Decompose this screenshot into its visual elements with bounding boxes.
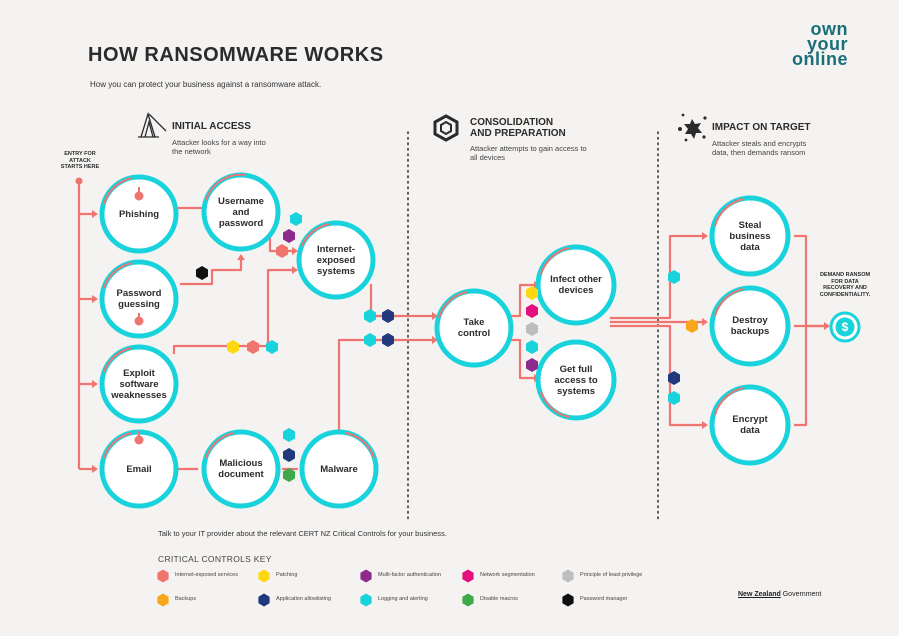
entry-dot [75, 177, 83, 185]
node-malicious [201, 429, 281, 509]
key-swatch [258, 569, 270, 583]
node-internet [296, 220, 376, 300]
page-title: HOW RANSOMWARE WORKS [88, 44, 384, 66]
pin-dots [134, 187, 144, 445]
page-subtitle: How you can protect your business agains… [90, 80, 322, 89]
guessing-to-username [180, 256, 243, 286]
burst-icon [678, 113, 707, 142]
arrowheads [92, 210, 830, 473]
node-take-control [434, 288, 514, 368]
section-initial-desc: Attacker looks for a way into the networ… [172, 138, 266, 156]
section-initial-title: INITIAL ACCESS [172, 121, 251, 132]
take-control-to-access [506, 338, 537, 380]
key-swatches [157, 569, 574, 607]
key-label: Principle of least privilege [580, 572, 643, 578]
key-swatch [157, 569, 169, 583]
control-hexes [196, 212, 698, 482]
key-swatch [360, 593, 372, 607]
key-label: Internet-exposed services [175, 572, 238, 578]
footer-note: Talk to your IT provider about the relev… [158, 529, 447, 538]
ransom-dollar-icon [829, 311, 861, 343]
logo-line-2: your [806, 34, 848, 54]
node-encrypt [709, 384, 791, 466]
encrypt-to-ransom [794, 326, 808, 427]
malware-to-take-control [337, 338, 434, 432]
logo-line-3: online [792, 49, 848, 69]
key-label: Application allowlisting [276, 596, 332, 602]
take-control-to-infect [506, 283, 537, 318]
section-impact-title: IMPACT ON TARGET [712, 122, 811, 133]
key-label: Patching [276, 572, 298, 578]
node-phishing [99, 174, 179, 254]
node-username [201, 172, 281, 252]
node-label-email: Email [126, 463, 152, 475]
node-label-phishing: Phishing [118, 208, 160, 220]
key-label: Multi-factor authentication [378, 572, 441, 578]
node-label-malware: Malware [320, 463, 358, 475]
lines-icon [138, 111, 167, 138]
dollar-symbol: $ [841, 319, 849, 334]
node-password-guessing [99, 259, 179, 339]
logo-line-1: own [810, 19, 848, 39]
nz-government-logo: New Zealand Government [738, 591, 822, 598]
key-title: CRITICAL CONTROLS KEY [158, 554, 272, 564]
key-swatch [462, 569, 474, 583]
node-exploit [99, 344, 179, 424]
internet-to-take-control [369, 284, 434, 318]
key-swatch [462, 593, 474, 607]
key-label: Disable macros [480, 596, 518, 602]
entry-label: ENTRY FOR ATTACK STARTS HERE [60, 151, 100, 170]
section-impact-desc: Attacker steals and encrypts data, then … [712, 139, 807, 157]
key-label: Network segmentation [480, 572, 535, 578]
node-infect [535, 244, 617, 326]
node-steal [709, 195, 791, 277]
key-swatch [258, 593, 270, 607]
section-consolidation-title: CONSOLIDATION AND PREPARATION [470, 117, 566, 139]
key-swatch [157, 593, 169, 607]
key-swatch [360, 569, 372, 583]
node-full-access [535, 339, 617, 421]
nodes [99, 172, 791, 509]
key-swatch [562, 593, 574, 607]
key-label: Logging and alerting [378, 596, 428, 602]
node-malware [299, 429, 379, 509]
key-label: Backups [175, 596, 197, 602]
section-consolidation-desc: Attacker attempts to gain access to all … [470, 144, 587, 162]
key-swatch [562, 569, 574, 583]
demand-ransom-label: DEMAND RANSOM FOR DATA RECOVERY AND CONF… [819, 272, 871, 298]
own-your-online-logo: own your online [752, 19, 848, 69]
hexagon-icon [433, 114, 459, 142]
key-label: Password manager [580, 596, 628, 602]
node-destroy [709, 285, 791, 367]
